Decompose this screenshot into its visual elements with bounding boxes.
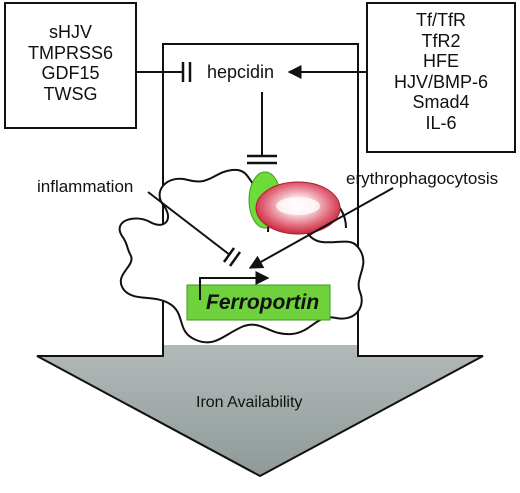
list-item: IL-6 <box>425 112 457 133</box>
list-item: TMPRSS6 <box>27 42 114 63</box>
ferroportin-gene-box <box>186 284 331 321</box>
list-item: TfR2 <box>421 30 461 51</box>
inflammation-label: inflammation <box>37 177 134 196</box>
list-item: GDF15 <box>41 63 100 83</box>
list-item: Smad4 <box>412 92 470 112</box>
hepcidin-activators-list: Tf/TfR TfR2 HFE HJV/BMP-6 Smad4 IL-6 <box>367 10 515 133</box>
ferroportin-gene-label: Ferroportin <box>206 291 320 314</box>
promoter-arrow <box>199 271 270 300</box>
erythrophagocytosis-arrow <box>248 187 394 269</box>
hepcidin-inhibitors-list: sHJV TMPRSS6 GDF15 TWSG <box>5 22 136 104</box>
list-item: HJV/BMP-6 <box>393 71 489 92</box>
erythrophagocytosis-label: erythrophagocytosis <box>346 169 499 188</box>
right-box-frame <box>366 2 516 153</box>
hepcidin-label: hepcidin <box>207 62 275 82</box>
inflammation-inhibition-bar-2 <box>228 251 242 267</box>
red-blood-cell-highlight <box>276 197 320 215</box>
inflammation-inhibition-line <box>147 191 231 256</box>
list-item: Tf/TfR <box>416 10 466 30</box>
inflammation-inhibition-bar-1 <box>222 247 236 263</box>
list-item: sHJV <box>48 22 92 42</box>
iron-availability-label: Iron Availability <box>196 394 303 411</box>
left-box-frame <box>4 2 137 129</box>
list-item: TWSG <box>43 83 98 104</box>
list-item: HFE <box>423 51 459 71</box>
